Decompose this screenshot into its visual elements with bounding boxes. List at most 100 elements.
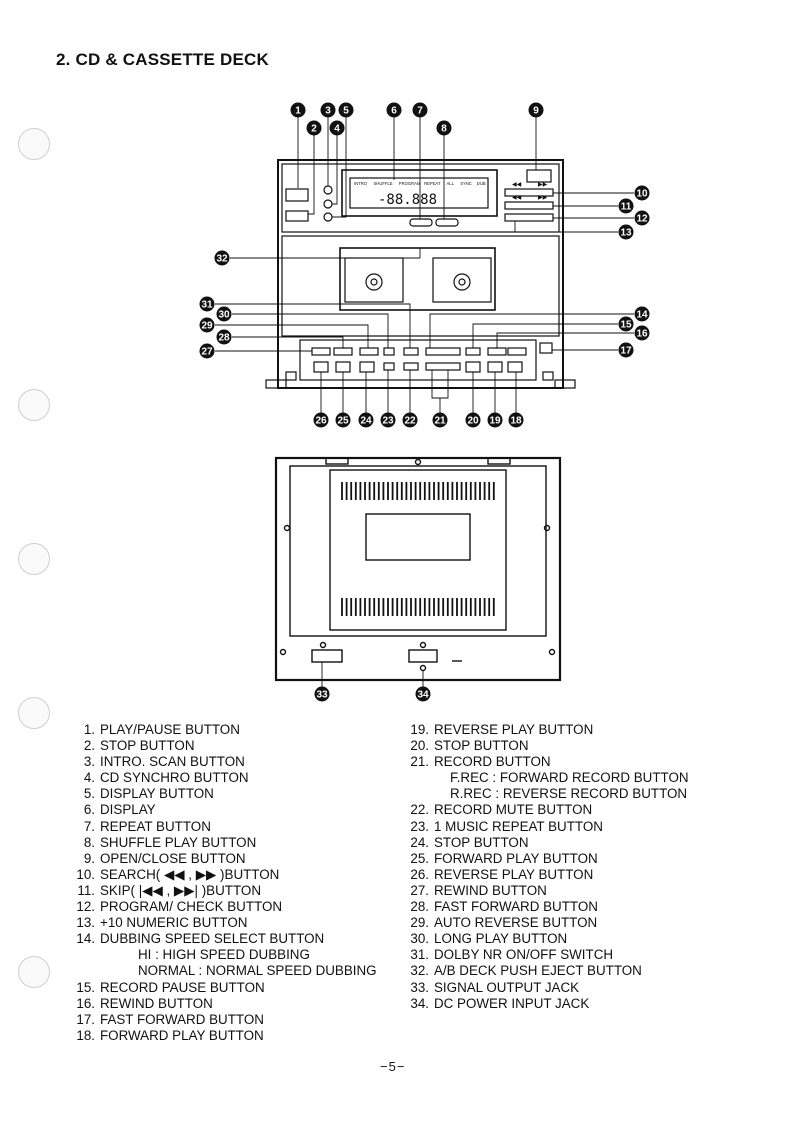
callout-marker-24: 24 [358, 412, 374, 428]
page-number: −5− [380, 1059, 406, 1074]
svg-text:26: 26 [315, 416, 327, 427]
legend-item-number: 25. [410, 850, 429, 866]
callout-marker-28: 28 [216, 329, 232, 345]
legend-item: 1.PLAY/PAUSE BUTTON [66, 722, 377, 738]
callout-marker-33: 33 [314, 686, 330, 702]
repeat-button [409, 218, 433, 227]
legend-item: 18. FORWARD PLAY BUTTON [66, 1028, 377, 1044]
svg-text:◀◀: ◀◀ [512, 182, 522, 188]
shuffle-button [435, 218, 459, 227]
svg-text:6: 6 [391, 106, 397, 117]
legend-item-text: OPEN/CLOSE BUTTON [100, 850, 246, 866]
legend-item: 2.STOP BUTTON [66, 738, 377, 754]
legend-item-text: SHUFFLE PLAY BUTTON [100, 834, 257, 850]
legend-item-text: SKIP( |◀◀ , ▶▶| )BUTTON [100, 882, 261, 898]
svg-text:20: 20 [467, 416, 479, 427]
legend-item-text: FORWARD PLAY BUTTON [100, 1027, 264, 1043]
legend-item-text: +10 NUMERIC BUTTON [100, 915, 248, 931]
svg-text:10: 10 [636, 189, 648, 200]
callout-marker-31: 31 [199, 296, 215, 312]
deck-b-reel [453, 273, 471, 291]
callout-marker-29: 29 [199, 317, 215, 333]
legend-item-text: SEARCH( ◀◀ , ▶▶ )BUTTON [100, 866, 280, 882]
legend-item-number: 34. [410, 995, 429, 1011]
legend-item: 24.STOP BUTTON [400, 835, 689, 851]
svg-text:8: 8 [441, 124, 447, 135]
legend-item-number: 31. [410, 947, 429, 963]
left-foot [265, 379, 287, 389]
legend-item: 25.FORWARD PLAY BUTTON [400, 851, 689, 867]
callout-marker-18: 18 [508, 412, 524, 428]
vent-top [341, 482, 495, 500]
legend-item-text: STOP BUTTON [434, 834, 529, 850]
right-foot [554, 379, 576, 389]
legend-item-number: 32. [410, 963, 429, 979]
legend-item: 8.SHUFFLE PLAY BUTTON [66, 835, 377, 851]
legend-item-number: 19. [410, 722, 429, 737]
legend-item: 17. FAST FORWARD BUTTON [66, 1012, 377, 1028]
punch-hole-2 [18, 389, 50, 421]
legend-item: 20.STOP BUTTON [400, 738, 689, 754]
deck-b-window [432, 257, 492, 303]
svg-text:◀◀: ◀◀ [512, 195, 522, 201]
legend-item: 21.RECORD BUTTON [400, 754, 689, 770]
legend-item-text: DISPLAY BUTTON [100, 786, 214, 802]
svg-text:29: 29 [201, 321, 213, 332]
deck-a-reel [365, 273, 383, 291]
legend-item: 32.A/B DECK PUSH EJECT BUTTON [400, 963, 689, 979]
callout-marker-1: 1 [290, 102, 306, 118]
legend-item-number: 23. [410, 818, 429, 834]
legend-item-number: 7. [83, 818, 95, 834]
legend-item-text: FAST FORWARD BUTTON [100, 1011, 264, 1027]
callout-marker-34: 34 [415, 686, 431, 702]
callout-marker-21: 21 [432, 412, 448, 428]
svg-text:18: 18 [510, 416, 522, 427]
svg-text:22: 22 [404, 416, 416, 427]
svg-text:34: 34 [417, 690, 429, 701]
legend-item-text: RECORD MUTE BUTTON [434, 802, 593, 818]
rear-screw-bl [279, 648, 287, 656]
svg-text:15: 15 [620, 320, 632, 331]
svg-text:33: 33 [316, 690, 328, 701]
display-indicator-program: PROGRAM [399, 181, 421, 186]
legend-item: 12.PROGRAM/ CHECK BUTTON [66, 899, 377, 915]
svg-text:13: 13 [620, 228, 632, 239]
legend-item-number: 28. [410, 899, 429, 915]
deck-control-panel [299, 339, 537, 381]
legend-item: 27.REWIND BUTTON [400, 883, 689, 899]
cassette-section [281, 235, 560, 337]
legend-item-number: 29. [410, 915, 429, 931]
vent-bottom [341, 598, 495, 616]
legend-item-number: 18. [76, 1027, 95, 1043]
legend-item-number: 2. [83, 738, 95, 754]
svg-text:32: 32 [216, 254, 228, 265]
legend-item: 7.REPEAT BUTTON [66, 819, 377, 835]
left-jack [285, 371, 297, 381]
legend-item-number: 33. [410, 979, 429, 995]
callout-marker-9: 9 [528, 102, 544, 118]
skip-buttons [504, 201, 554, 210]
callout-marker-10: 10 [634, 185, 650, 201]
cassette-door [339, 247, 496, 311]
callout-marker-5: 5 [338, 102, 354, 118]
legend-item-number: 17. [76, 1011, 95, 1027]
callout-marker-25: 25 [335, 412, 351, 428]
callout-marker-20: 20 [465, 412, 481, 428]
legend-item-number: 30. [410, 931, 429, 947]
svg-text:▶▶: ▶▶ [538, 195, 548, 201]
svg-text:11: 11 [621, 202, 632, 213]
legend-item-text: DC POWER INPUT JACK [434, 995, 590, 1011]
legend-item: 34. DC POWER INPUT JACK [400, 996, 689, 1012]
legend-item-number: 15. [76, 979, 95, 995]
svg-text:5: 5 [343, 106, 349, 117]
legend-item-number: 27. [410, 882, 429, 898]
punch-hole-5 [18, 956, 50, 988]
callout-marker-3: 3 [320, 102, 336, 118]
svg-text:7: 7 [417, 106, 423, 117]
legend-subitem: HI : HIGH SPEED DUBBING [138, 947, 310, 963]
legend-item: 31.DOLBY NR ON/OFF SWITCH [400, 947, 689, 963]
rear-screw-top [414, 458, 422, 466]
svg-text:1: 1 [295, 106, 301, 117]
signal-output-jack [311, 649, 343, 663]
